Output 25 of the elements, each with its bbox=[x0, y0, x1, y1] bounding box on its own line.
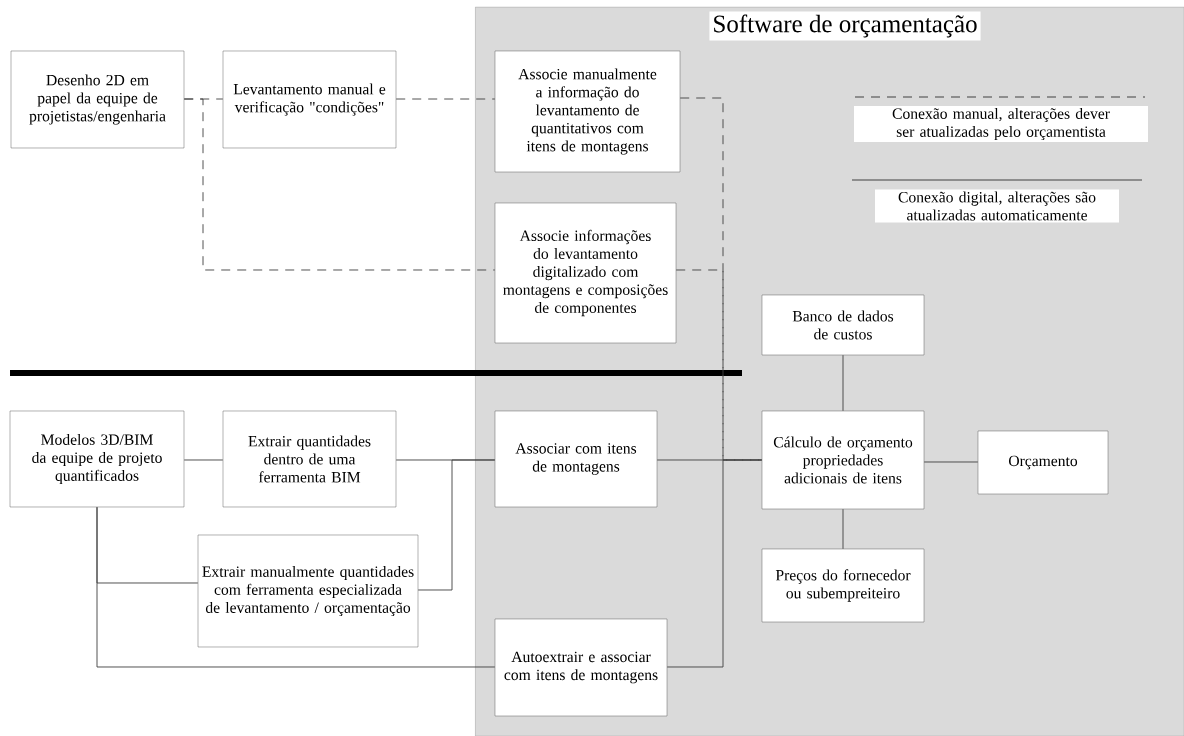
connector-line bbox=[395, 98, 496, 100]
connector-line bbox=[842, 508, 844, 550]
process-box: Orçamento bbox=[977, 430, 1109, 495]
connector-line bbox=[183, 459, 224, 461]
process-box: Associe manualmente a informação do levantamento de quantitativos com itens de montagens bbox=[494, 50, 681, 173]
process-box: Autoextrair e associar com itens de montagens bbox=[494, 618, 668, 717]
connector-line bbox=[183, 98, 496, 271]
panel-title: Software de orçamentação bbox=[709, 11, 981, 41]
connector-line bbox=[923, 461, 979, 463]
process-box: Modelos 3D/BIM da equipe de projeto quantificados bbox=[9, 410, 185, 508]
process-box: Levantamento manual e verificação "condições" bbox=[222, 50, 397, 149]
process-box: Desenho 2D em papel da equipe de projetistas/engenharia bbox=[10, 50, 185, 149]
legend-entry: Conexão manual, alterações dever ser atualizadas pelo orçamentista bbox=[854, 96, 1148, 143]
legend-entry: Conexão digital, alterações são atualizadas automaticamente bbox=[851, 179, 1143, 223]
process-box: Extrair quantidades dentro de uma ferramenta BIM bbox=[222, 410, 397, 508]
process-box: Cálculo de orçamento propriedades adicionais de itens bbox=[761, 410, 925, 510]
connector-line bbox=[666, 459, 763, 668]
connector-line bbox=[842, 354, 844, 412]
connector-line bbox=[96, 506, 496, 668]
connector-line bbox=[417, 459, 496, 591]
process-box: Extrair manualmente quantidades com ferramenta especializada de levantamento / orçamentação bbox=[197, 534, 419, 648]
process-box: Associe informações do levantamento digitalizado com montagens e composições de componentes bbox=[494, 202, 677, 344]
process-box: Banco de dados de custos bbox=[761, 294, 925, 356]
process-box: Associar com itens de montagens bbox=[494, 410, 658, 508]
process-box: Preços do fornecedor ou subempreiteiro bbox=[761, 548, 925, 623]
